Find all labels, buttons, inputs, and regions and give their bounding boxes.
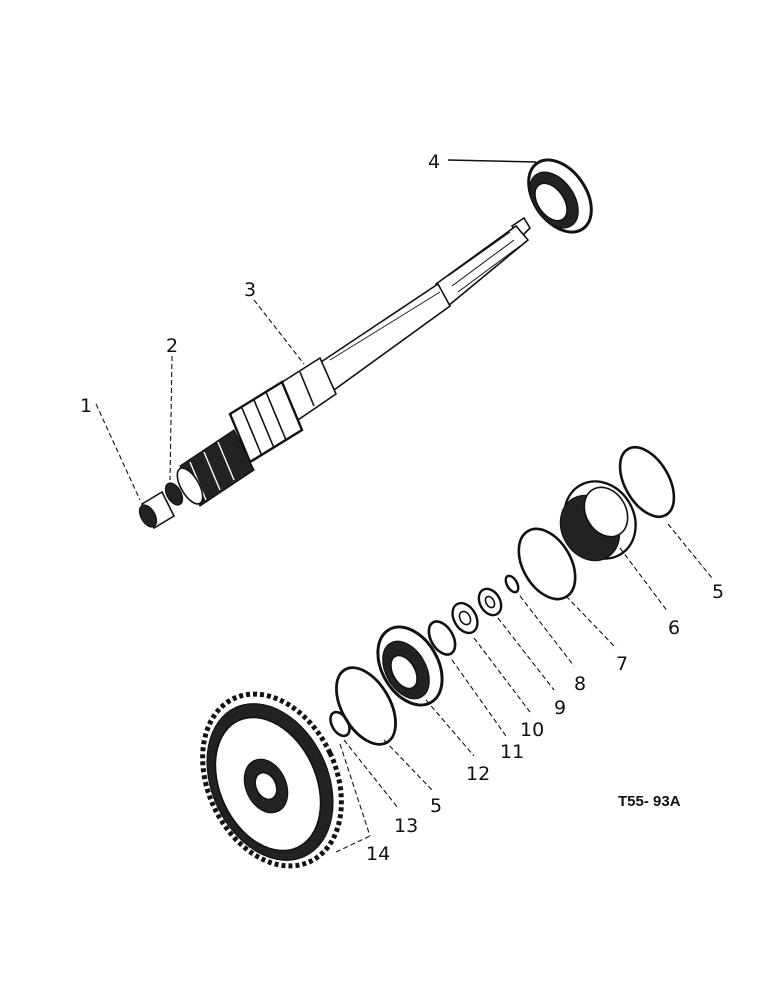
part-7-o-ring xyxy=(517,527,577,601)
part-14-gear xyxy=(200,691,344,869)
part-2-spacer xyxy=(164,482,184,506)
callout-labels: 1 2 3 4 5 6 7 8 9 10 11 12 5 13 14 xyxy=(80,151,724,865)
part-11-snap-ring xyxy=(427,620,457,656)
part-3-shaft xyxy=(176,216,532,507)
part-5-snap-ring-upper xyxy=(618,446,676,518)
callout-6: 6 xyxy=(668,617,680,639)
callout-7: 7 xyxy=(616,653,628,675)
callout-10: 10 xyxy=(520,719,544,741)
callout-14: 14 xyxy=(366,843,390,865)
callout-4: 4 xyxy=(428,151,440,173)
leader-lines xyxy=(95,159,713,853)
callout-1: 1 xyxy=(80,395,92,417)
part-1-bushing xyxy=(138,490,176,530)
part-6-cap xyxy=(559,480,637,562)
part-8-small-ring xyxy=(504,574,520,594)
callout-8: 8 xyxy=(574,673,586,695)
callout-13: 13 xyxy=(394,815,418,837)
part-4-bearing xyxy=(527,158,593,234)
callout-5-lower: 5 xyxy=(430,795,442,817)
part-10-washer xyxy=(451,601,479,635)
callout-12: 12 xyxy=(466,763,490,785)
callout-9: 9 xyxy=(554,697,566,719)
callout-3: 3 xyxy=(244,279,256,301)
part-9-washer xyxy=(477,587,503,617)
figure-reference-code: T55- 93A xyxy=(618,793,681,810)
part-13-snap-ring xyxy=(329,710,351,738)
callout-11: 11 xyxy=(500,741,524,763)
callout-5-upper: 5 xyxy=(712,581,724,603)
callout-2: 2 xyxy=(166,335,178,357)
part-12-bearing xyxy=(376,625,444,707)
